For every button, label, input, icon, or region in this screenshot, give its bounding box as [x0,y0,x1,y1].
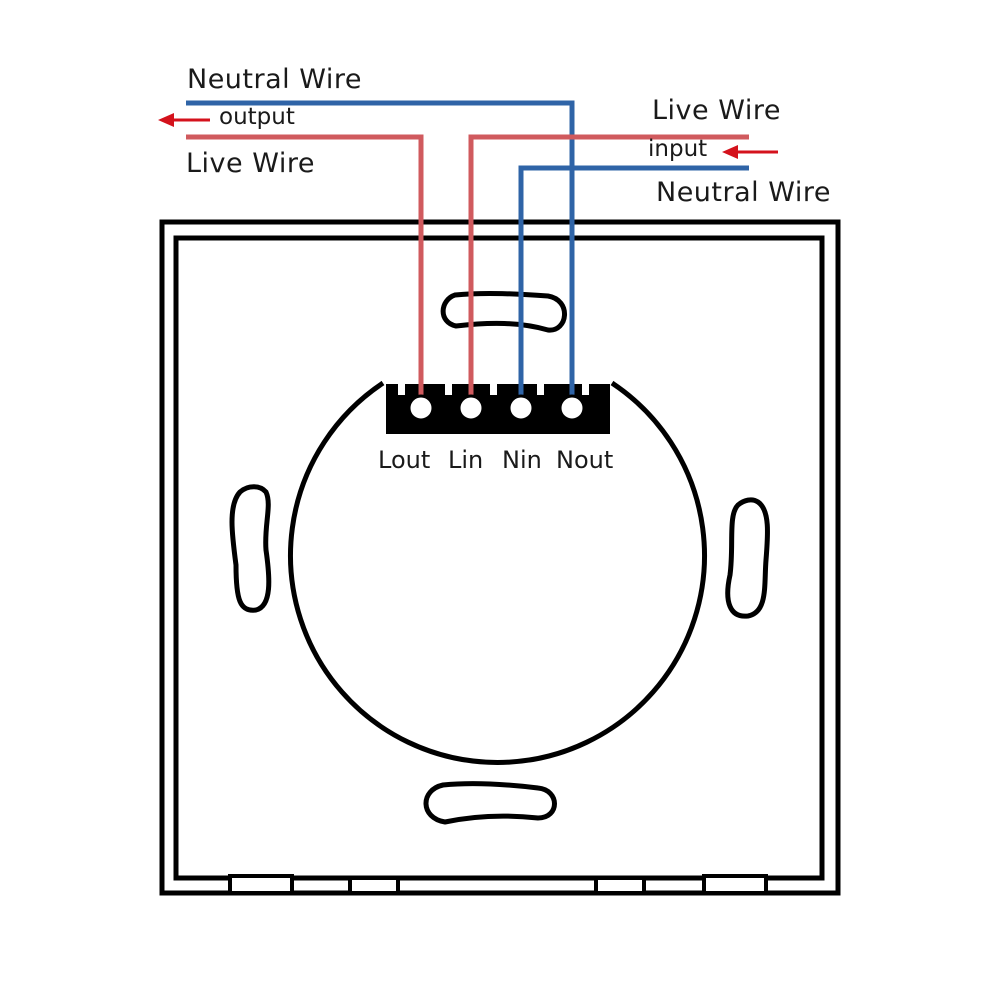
mounting-circle-outline [288,380,707,765]
input-arrow-head [722,145,738,159]
slot-left [229,484,272,613]
input-label: input [648,136,708,162]
terminal-block-body [386,384,610,434]
terminal-screws [407,394,586,422]
terminal-screw-nin [507,394,535,422]
right-neutral-wire-label: Neutral Wire [656,177,831,208]
terminal-screw-nout [558,394,586,422]
neutral-wire-output [186,100,575,405]
slot-bottom [423,781,557,825]
terminal-screw-lout [407,394,435,422]
clip-center-right [594,876,646,895]
panel-outer-frame [159,219,841,896]
terminal-label-lout: Lout [378,446,431,474]
wires [186,100,749,405]
live-wire-output [186,134,424,405]
right-live-wire-label: Live Wire [652,95,781,126]
clip-left [228,874,294,895]
output-label: output [219,104,295,130]
arrow-left-icon [158,113,210,127]
panel-inner-frame [173,235,825,881]
neutral-wire-input [518,165,749,405]
terminal-label-lin: Lin [448,446,484,474]
live-wire-input [468,134,749,405]
left-live-wire-label: Live Wire [186,148,315,179]
mounting-circle [288,380,707,765]
output-arrow-head [158,113,174,127]
bottom-clips [228,874,768,895]
clip-right [702,874,768,895]
slot-top [440,290,567,333]
slot-right [725,497,770,619]
terminal-block [386,384,610,434]
terminal-label-nout: Nout [556,446,614,474]
mounting-slots [229,290,770,825]
switch-panel [159,219,841,896]
arrow-left-icon [722,145,778,159]
terminal-screw-lin [457,394,485,422]
left-neutral-wire-label: Neutral Wire [187,64,362,95]
terminal-label-nin: Nin [502,446,542,474]
clip-center-left [348,876,400,895]
